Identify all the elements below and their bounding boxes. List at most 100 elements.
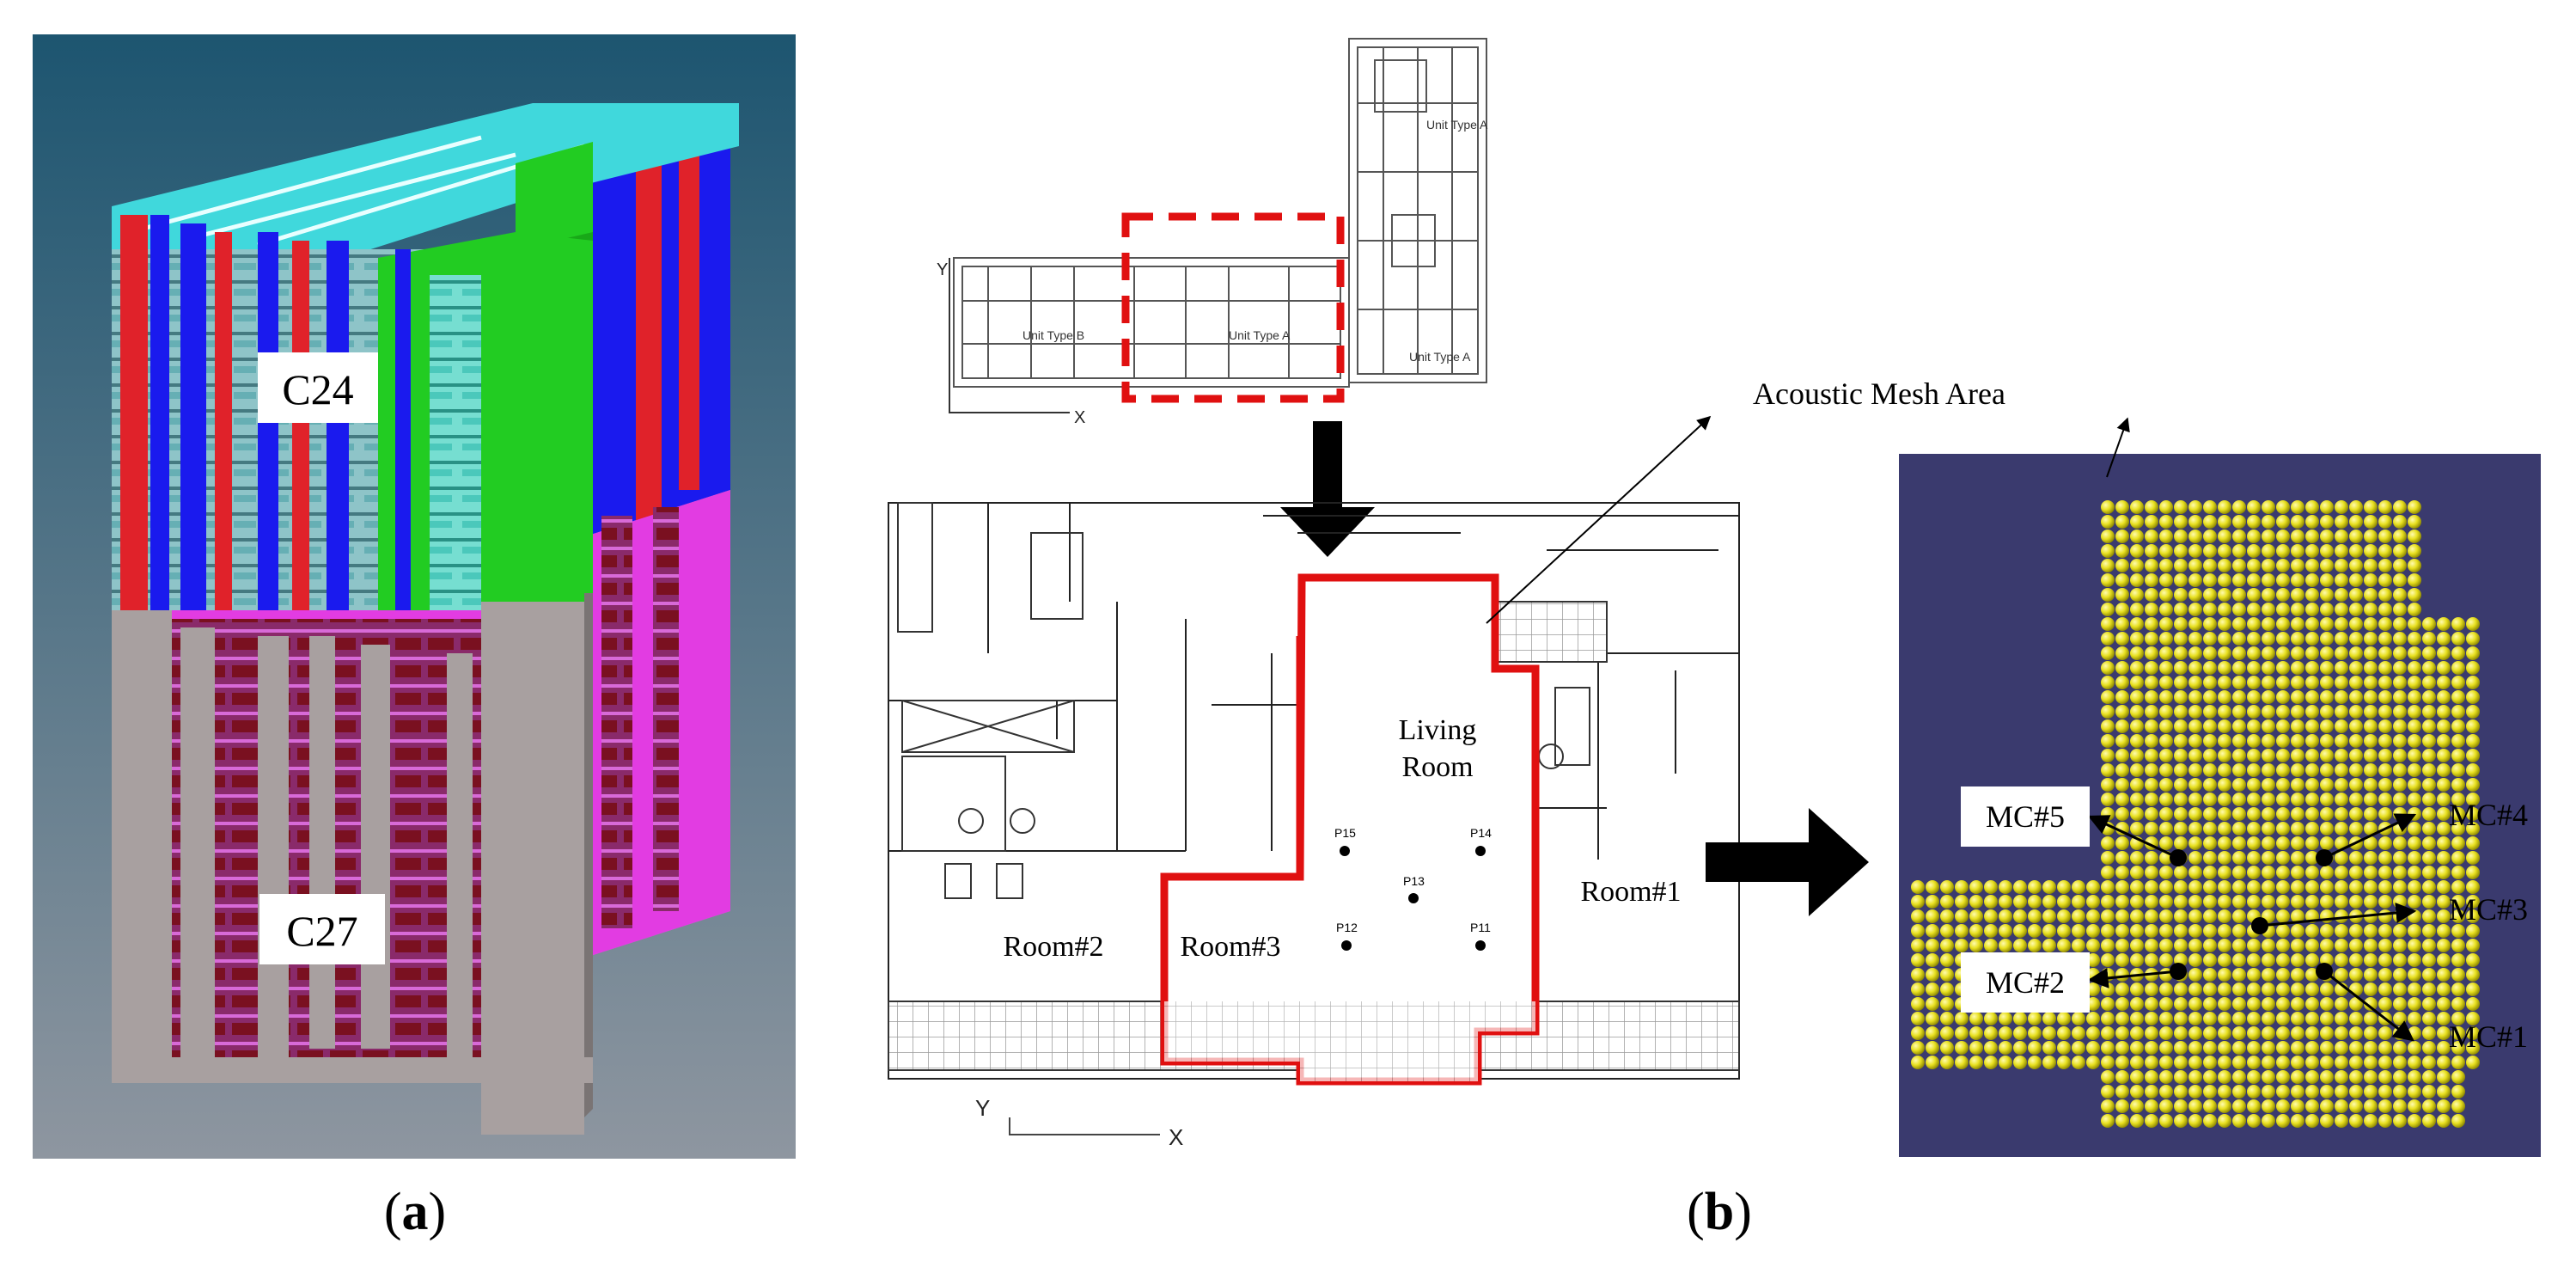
mesh-node bbox=[2247, 515, 2261, 529]
mesh-node bbox=[2393, 953, 2407, 967]
mesh-node bbox=[2174, 749, 2188, 762]
mesh-node bbox=[2437, 617, 2451, 631]
mesh-node bbox=[2232, 895, 2246, 909]
mesh-node bbox=[2408, 880, 2421, 894]
mesh-node bbox=[2349, 895, 2363, 909]
mesh-node bbox=[2042, 1056, 2056, 1069]
mesh-node bbox=[2349, 968, 2363, 982]
mesh-node bbox=[2378, 1041, 2392, 1055]
mesh-node bbox=[2218, 997, 2231, 1011]
mesh-node bbox=[2232, 617, 2246, 631]
mesh-node bbox=[2174, 500, 2188, 514]
mesh-node bbox=[2466, 617, 2480, 631]
mesh-node bbox=[2232, 661, 2246, 675]
mesh-node bbox=[2145, 909, 2158, 923]
mesh-node bbox=[2130, 807, 2144, 821]
mesh-node bbox=[2203, 559, 2217, 572]
mesh-node bbox=[2466, 1041, 2480, 1055]
mesh-node bbox=[2378, 1085, 2392, 1099]
mesh-node bbox=[2364, 763, 2378, 777]
mesh-node bbox=[2159, 1070, 2173, 1084]
mesh-node bbox=[1969, 895, 1983, 909]
mesh-node bbox=[2042, 895, 2056, 909]
mesh-node bbox=[2159, 924, 2173, 938]
mesh-node bbox=[2378, 997, 2392, 1011]
mesh-node bbox=[2437, 734, 2451, 748]
mesh-node bbox=[2276, 895, 2290, 909]
mesh-node bbox=[2320, 1114, 2334, 1128]
mesh-node bbox=[2145, 793, 2158, 806]
mesh-node bbox=[2364, 953, 2378, 967]
mesh-node bbox=[2232, 734, 2246, 748]
mesh-node bbox=[2101, 1070, 2115, 1084]
mesh-node bbox=[2291, 1026, 2304, 1040]
mesh-node bbox=[2422, 1114, 2436, 1128]
mesh-node bbox=[2159, 705, 2173, 719]
mesh-node bbox=[2364, 544, 2378, 558]
mesh-node bbox=[2218, 1026, 2231, 1040]
mesh-node bbox=[2422, 982, 2436, 996]
mesh-node bbox=[2013, 1012, 2027, 1025]
mesh-node bbox=[2086, 924, 2100, 938]
mesh-node bbox=[2335, 603, 2348, 616]
mesh-node bbox=[2145, 588, 2158, 602]
mesh-node bbox=[2028, 909, 2042, 923]
mesh-node bbox=[2466, 690, 2480, 704]
mesh-node bbox=[2451, 1070, 2465, 1084]
mc-label-box bbox=[1961, 952, 2090, 1013]
mesh-node bbox=[2320, 1026, 2334, 1040]
mesh-node bbox=[2408, 1041, 2421, 1055]
mesh-node bbox=[2262, 544, 2275, 558]
mesh-node bbox=[2320, 500, 2334, 514]
mesh-node bbox=[2101, 866, 2115, 879]
mesh-node bbox=[2188, 763, 2202, 777]
mesh-node bbox=[2218, 1099, 2231, 1113]
mesh-node bbox=[2305, 836, 2319, 850]
mesh-node bbox=[2232, 822, 2246, 835]
mesh-node bbox=[2218, 763, 2231, 777]
mesh-node bbox=[2130, 1070, 2144, 1084]
room-label-room2: Room#2 bbox=[1003, 931, 1103, 963]
mesh-node bbox=[2130, 646, 2144, 660]
mesh-node bbox=[2262, 573, 2275, 587]
mesh-node bbox=[2305, 690, 2319, 704]
mesh-node bbox=[2203, 734, 2217, 748]
mesh-node bbox=[2232, 1099, 2246, 1113]
mesh-node bbox=[2218, 588, 2231, 602]
mesh-node bbox=[2276, 807, 2290, 821]
mesh-node bbox=[2115, 734, 2129, 748]
mesh-node bbox=[1911, 880, 1925, 894]
mesh-node bbox=[2232, 1041, 2246, 1055]
mesh-node bbox=[2305, 778, 2319, 792]
mesh-node bbox=[2335, 1099, 2348, 1113]
mesh-node bbox=[2466, 851, 2480, 865]
mesh-node bbox=[2437, 880, 2451, 894]
mesh-node bbox=[1926, 1041, 1939, 1055]
mesh-node bbox=[2422, 880, 2436, 894]
mesh-node bbox=[2188, 982, 2202, 996]
mesh-node bbox=[2247, 763, 2261, 777]
mesh-node bbox=[2159, 953, 2173, 967]
mesh-node bbox=[2159, 1041, 2173, 1055]
mesh-node bbox=[2408, 778, 2421, 792]
mesh-node bbox=[2262, 588, 2275, 602]
mesh-node bbox=[2130, 1114, 2144, 1128]
mesh-node bbox=[2174, 559, 2188, 572]
mesh-node bbox=[2378, 778, 2392, 792]
mesh-node bbox=[2305, 544, 2319, 558]
mesh-node bbox=[2115, 866, 2129, 879]
mesh-node bbox=[2174, 661, 2188, 675]
mesh-node bbox=[2159, 1099, 2173, 1113]
mesh-node bbox=[2437, 778, 2451, 792]
mesh-node bbox=[2145, 778, 2158, 792]
mesh-node bbox=[2393, 880, 2407, 894]
mesh-node bbox=[2276, 1099, 2290, 1113]
mesh-node bbox=[2262, 617, 2275, 631]
mesh-node bbox=[1926, 1012, 1939, 1025]
mesh-node bbox=[2408, 544, 2421, 558]
mesh-node bbox=[1926, 895, 1939, 909]
mesh-node bbox=[2335, 953, 2348, 967]
mesh-node bbox=[2145, 500, 2158, 514]
mesh-node bbox=[2276, 661, 2290, 675]
mesh-node bbox=[1955, 1026, 1969, 1040]
